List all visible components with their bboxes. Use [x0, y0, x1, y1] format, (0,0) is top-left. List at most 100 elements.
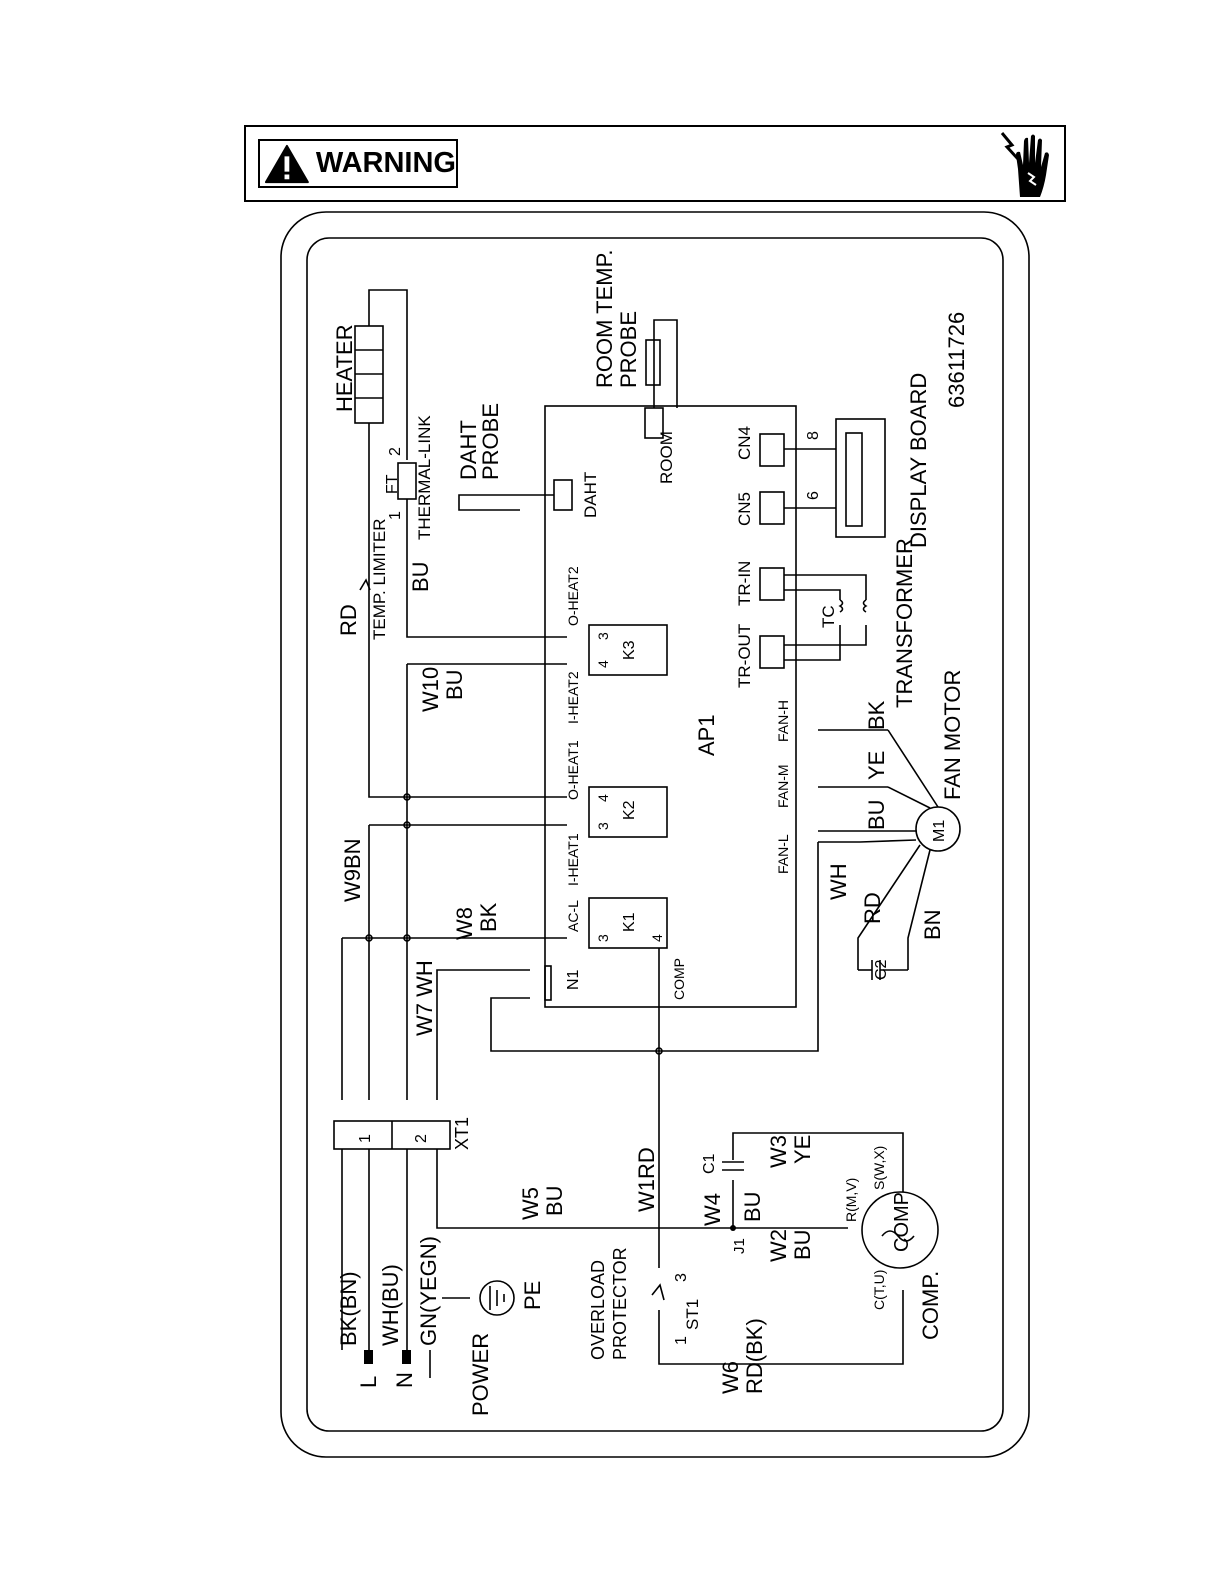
warning-triangle-icon [264, 144, 309, 183]
w5-label: W5 [518, 1187, 543, 1220]
fan-wh-label: WH [826, 863, 851, 900]
overload-label-1: OVERLOAD [588, 1260, 608, 1360]
pe-label: PE [520, 1281, 545, 1310]
comp-symbol-label: COMP [891, 1192, 913, 1252]
comp-label: COMP. [918, 1271, 943, 1340]
w9-label: W9BN [340, 838, 365, 902]
st1-pin1: 1 [673, 1336, 690, 1345]
electric-shock-hand-icon [1000, 132, 1049, 197]
fan-motor-label: FAN MOTOR [940, 670, 965, 800]
m1-label: M1 [931, 820, 948, 842]
k2-pin4: 4 [595, 794, 611, 802]
comp-rmv-label: R(M,V) [843, 1178, 859, 1222]
warning-label: WARNING [315, 147, 456, 179]
cn4-wire-count: 8 [805, 431, 822, 440]
warning-label-box: WARNING [258, 139, 458, 188]
st1-pin3: 3 [673, 1273, 690, 1282]
connector-cn5 [759, 491, 785, 525]
ft-pin1: 1 [387, 511, 404, 520]
daht-probe-label-1: DAHT [456, 420, 481, 480]
w2-color-label: BU [790, 1229, 815, 1260]
w8-label: W8 [452, 907, 477, 940]
fan-bu-label: BU [864, 799, 889, 830]
o-heat1-label: O-HEAT1 [565, 740, 581, 800]
tr-out-label: TR-OUT [735, 624, 754, 688]
tc-label: TC [819, 605, 838, 628]
k2-pin3: 3 [595, 822, 611, 830]
heater-wire [368, 289, 408, 460]
warning-banner: WARNING [244, 125, 1066, 202]
wire-w5 [436, 1149, 848, 1229]
protective-earth [479, 1280, 515, 1316]
heater-label: HEATER [332, 324, 357, 412]
relay-k2 [588, 786, 668, 838]
w7-label: W7 WH [412, 960, 437, 1036]
l-label: L [356, 1376, 381, 1388]
w10-color-label: BU [442, 669, 467, 700]
room-probe-label-1: ROOM TEMP. [592, 249, 617, 388]
c2-label: C2 [873, 959, 890, 980]
o-heat2-label: O-HEAT2 [565, 566, 581, 626]
fan-bk-label: BK [864, 700, 889, 730]
st1-label: ST1 [683, 1299, 702, 1330]
inner-frame [306, 237, 1004, 1432]
daht-connector-label: DAHT [581, 472, 600, 518]
wh-bu-label: WH(BU) [378, 1264, 403, 1346]
daht-probe-label-2: PROBE [478, 403, 503, 480]
overload-label-2: PROTECTOR [610, 1247, 630, 1360]
wire-rd-top [368, 423, 567, 798]
xt1-pin1: 1 [357, 1134, 374, 1143]
w3-color-label: YE [790, 1135, 815, 1164]
xt1-pin2: 2 [413, 1134, 430, 1143]
ap1-label: AP1 [694, 714, 719, 756]
thermal-link-label: THERMAL-LINK [415, 415, 434, 540]
k3-label: K3 [621, 640, 638, 660]
w6-color-label: RD(BK) [742, 1318, 767, 1394]
k3-pin3: 3 [595, 632, 611, 640]
comp-out-label: COMP [671, 958, 687, 1000]
wire-n1-fan [490, 842, 819, 1052]
k1-pin3: 3 [595, 934, 611, 942]
connector-daht [553, 479, 573, 511]
w4-label: W4 [700, 1193, 725, 1226]
i-heat2-label: I-HEAT2 [565, 671, 581, 724]
w6-label: W6 [718, 1361, 743, 1394]
c1-label: C1 [701, 1153, 718, 1174]
fan-l-label: FAN-L [775, 834, 791, 874]
display-board [835, 418, 886, 538]
cn5-label: CN5 [735, 492, 754, 526]
comp-ctu-label: C(T,U) [871, 1270, 887, 1310]
room-connector-label: ROOM [657, 431, 676, 484]
wire-w7 [436, 969, 530, 1100]
fan-bn-label: BN [920, 909, 945, 940]
temp-limiter-label: TEMP. LIMITER [370, 518, 389, 640]
w5-color-label: BU [542, 1185, 567, 1216]
n1-label: N1 [565, 969, 582, 990]
power-label: POWER [468, 1333, 493, 1416]
compressor [861, 1191, 939, 1269]
room-probe-label-2: PROBE [616, 311, 641, 388]
fan-h-label: FAN-H [775, 700, 791, 742]
outer-frame [280, 211, 1030, 1458]
relay-k1 [588, 897, 668, 949]
w4-color-label: BU [740, 1191, 765, 1222]
wire-w3 [732, 1132, 904, 1192]
w10-label: W10 [418, 667, 443, 712]
ft-label: FT [384, 474, 401, 494]
comp-swx-label: S(W,X) [871, 1146, 887, 1190]
wire-bu-top [406, 499, 567, 638]
connector-cn4 [759, 433, 785, 467]
k2-label: K2 [621, 800, 638, 820]
fan-m-label: FAN-M [775, 764, 791, 808]
wire-w6 [658, 1290, 904, 1365]
relay-k3 [588, 624, 668, 676]
xt1-label: XT1 [452, 1117, 472, 1150]
overload-symbol [651, 1283, 665, 1301]
transformer-label: TRANSFORMER [892, 538, 917, 708]
w1rd-label: W1RD [634, 1147, 659, 1212]
ft-pin2: 2 [387, 447, 404, 456]
j1-label: J1 [731, 1238, 748, 1254]
i-heat1-label: I-HEAT1 [565, 833, 581, 886]
tr-in-label: TR-IN [735, 561, 754, 606]
